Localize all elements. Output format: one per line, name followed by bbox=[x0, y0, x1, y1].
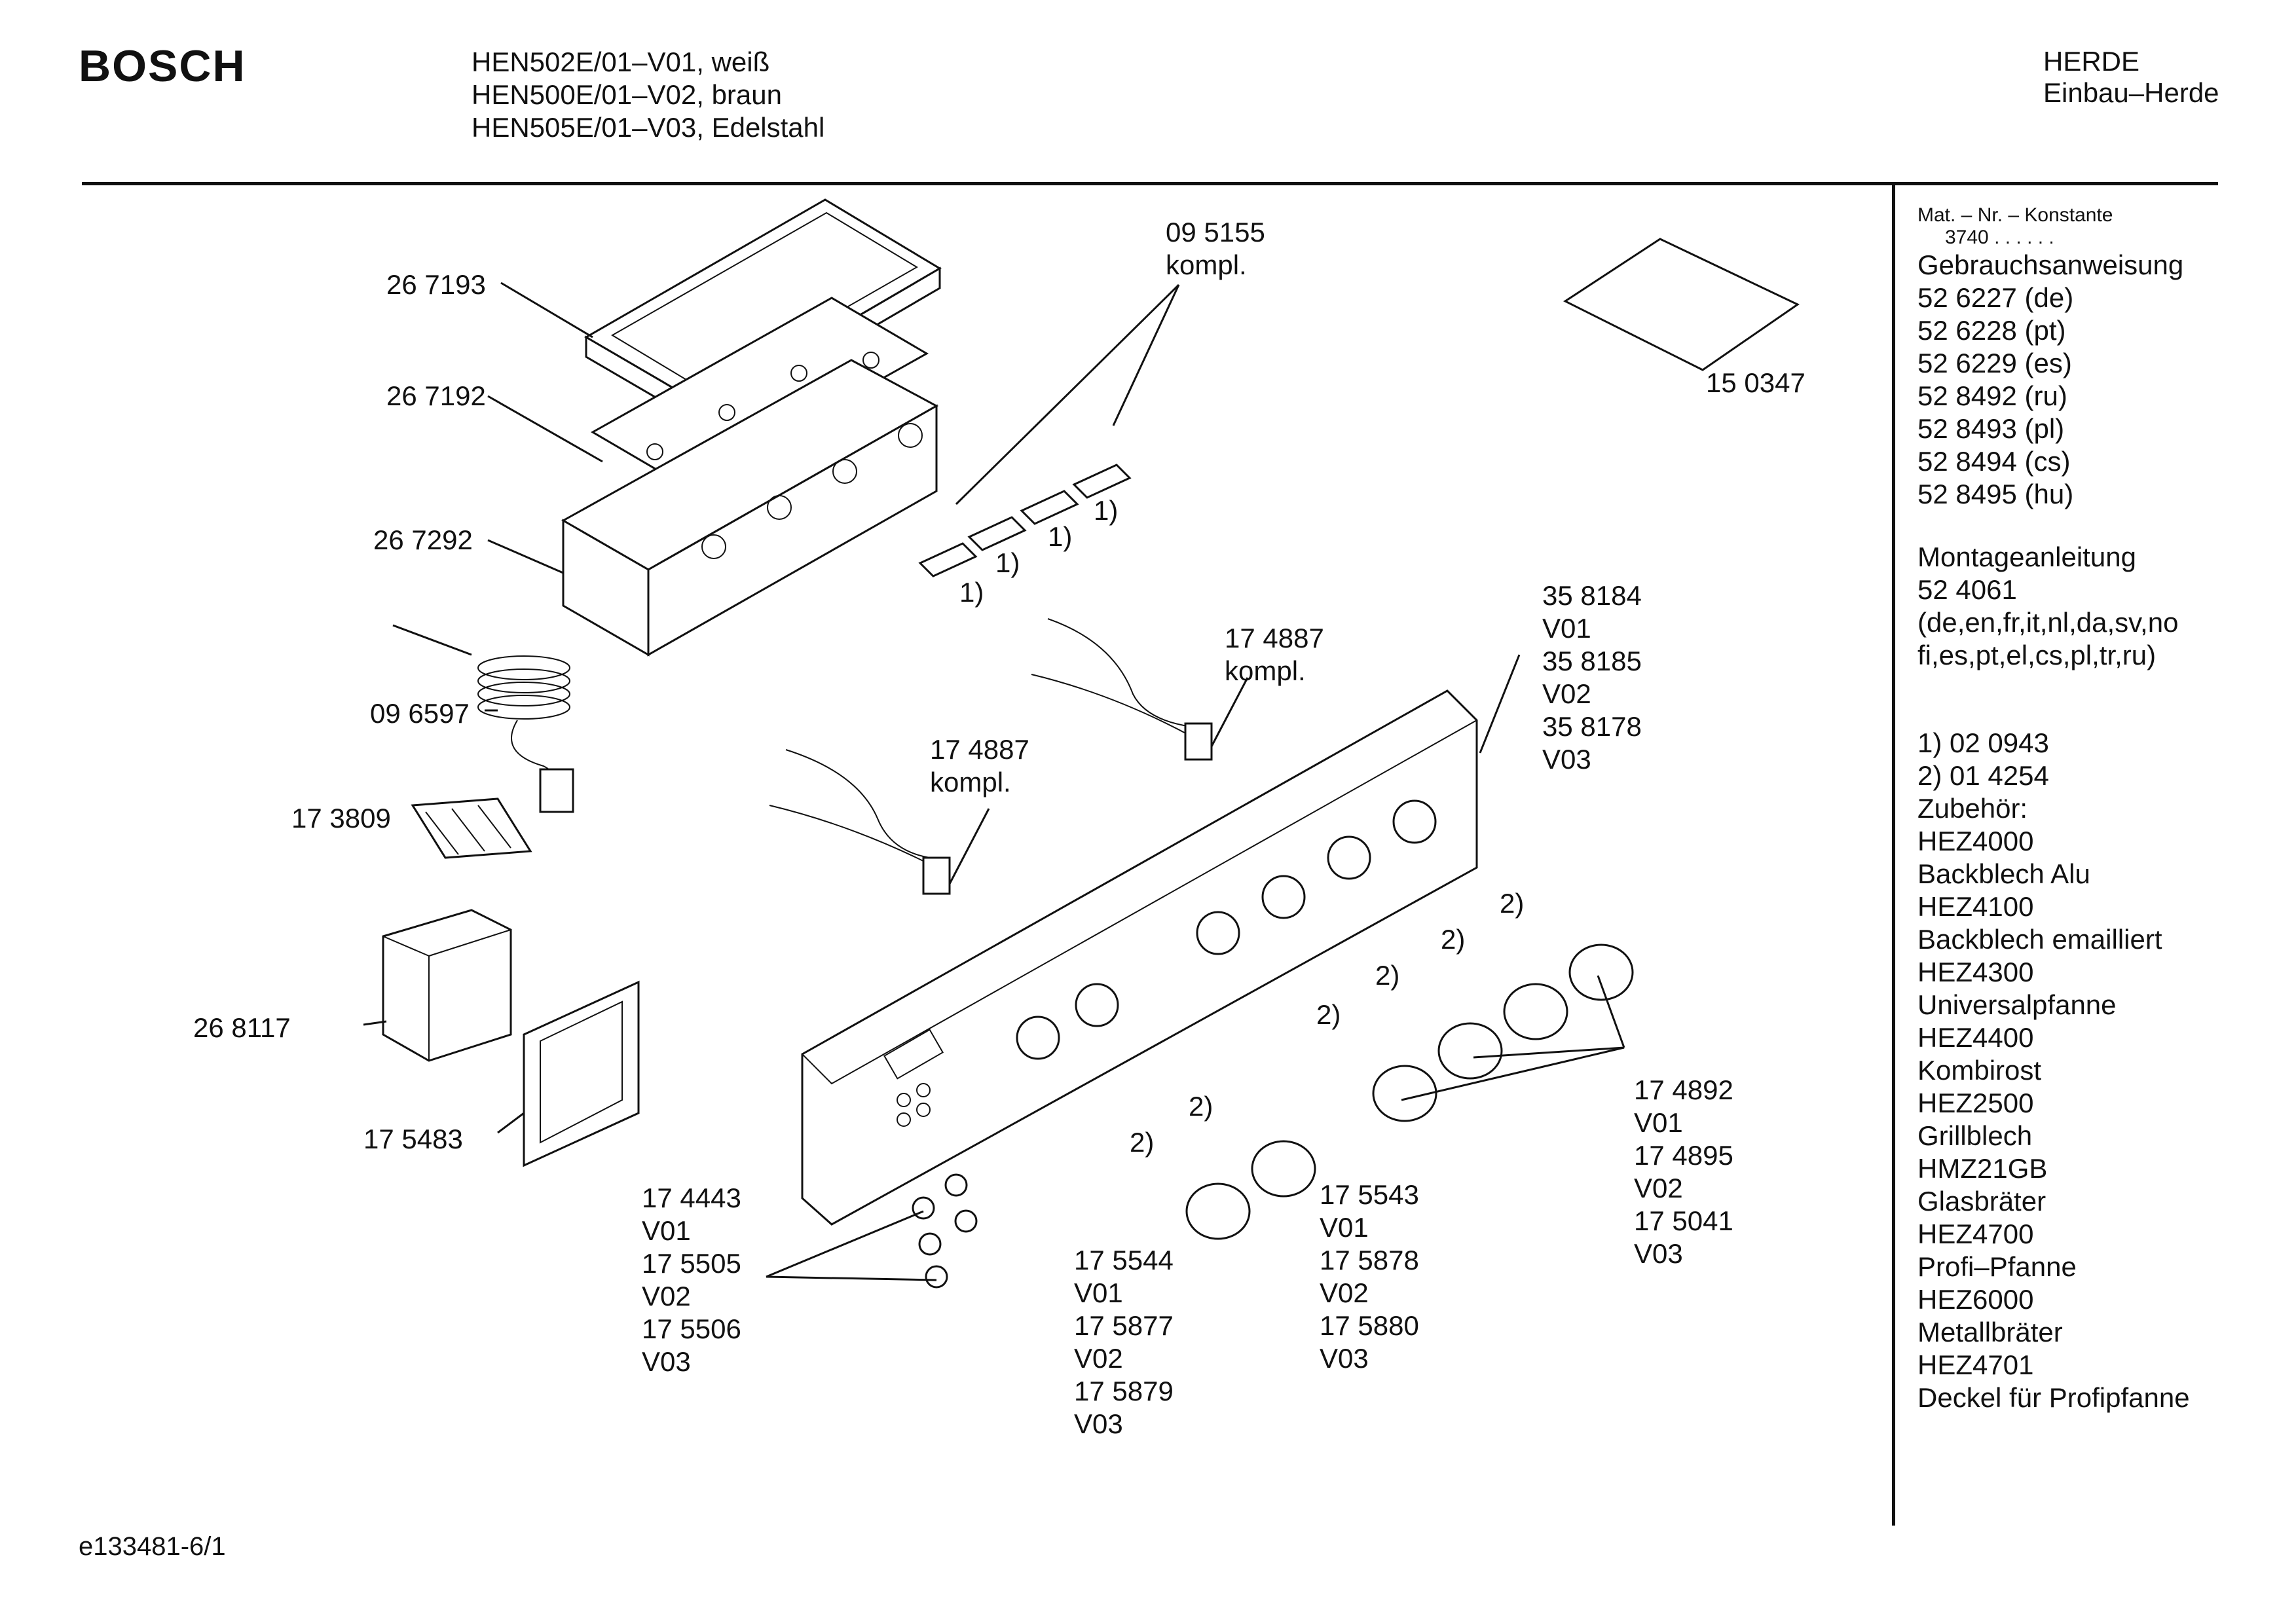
part-label: 26 7192 bbox=[386, 380, 486, 411]
bracket-part-drawing bbox=[523, 980, 640, 1167]
part-label: 26 8117 bbox=[193, 1012, 291, 1043]
sidebar-divider bbox=[1892, 183, 1895, 1526]
leader-lines bbox=[363, 282, 1625, 1281]
mat-nr-value: 3740 . . . . . . bbox=[1945, 227, 2054, 248]
zubehoer-item: HEZ2500 bbox=[1917, 1088, 2034, 1118]
wire-lead-drawing bbox=[769, 618, 1213, 895]
module-part-drawing bbox=[382, 909, 512, 1062]
toggle-knob-drawing bbox=[912, 1173, 978, 1289]
gebrauch-title: Gebrauchsanweisung bbox=[1917, 249, 2184, 280]
mat-nr-label: Mat. – Nr. – Konstante bbox=[1917, 204, 2113, 226]
part-label: 15 0347 bbox=[1706, 367, 1805, 398]
zubehoer-item: HEZ6000 bbox=[1917, 1284, 2034, 1315]
zubehoer-item: HEZ4100 bbox=[1917, 891, 2034, 922]
zubehoer-item: Deckel für Profipfanne bbox=[1917, 1382, 2190, 1413]
montage-number: 52 4061 bbox=[1917, 574, 2017, 605]
zubehoer-item: Universalpfanne bbox=[1917, 989, 2117, 1020]
part-label: 17 3809 bbox=[291, 803, 391, 833]
housing-part-drawing bbox=[561, 359, 939, 657]
part-label: 17 5483 bbox=[363, 1124, 463, 1154]
bosch-logo: BOSCH bbox=[79, 41, 246, 91]
montage-langs: (de,en,fr,it,nl,da,sv,no bbox=[1917, 607, 2179, 638]
zubehoer-item: Metallbräter bbox=[1917, 1317, 2063, 1347]
gebrauch-item: 52 8493 (pl) bbox=[1917, 413, 2065, 444]
gebrauch-item: 52 8492 (ru) bbox=[1917, 380, 2067, 411]
model-line: HEN502E/01–V01, weiß bbox=[472, 46, 770, 77]
model-list: HEN502E/01–V01, weiß HEN500E/01–V02, bra… bbox=[472, 46, 824, 144]
model-line: HEN500E/01–V02, braun bbox=[472, 79, 782, 110]
part-label: 26 7292 bbox=[373, 524, 473, 555]
drawing-code: e133481-6/1 bbox=[79, 1532, 226, 1561]
ref-marker: 2) bbox=[1316, 999, 1341, 1030]
zubehoer-item: Backblech emailliert bbox=[1917, 924, 2162, 955]
category-title: HERDE bbox=[2043, 46, 2140, 77]
montage-langs: fi,es,pt,el,cs,pl,tr,ru) bbox=[1917, 640, 2157, 670]
thermostat-coil-drawing bbox=[392, 624, 574, 813]
header-divider bbox=[82, 182, 2218, 185]
control-panel-drawing bbox=[801, 689, 1478, 1226]
ref-marker: 1) bbox=[1094, 495, 1119, 526]
footnote-1: 1) 02 0943 bbox=[1917, 727, 2049, 758]
zubehoer-item: HEZ4700 bbox=[1917, 1218, 2034, 1249]
zubehoer-title: Zubehör: bbox=[1917, 793, 2028, 824]
footnote-2: 2) 01 4254 bbox=[1917, 760, 2049, 791]
model-line: HEN505E/01–V03, Edelstahl bbox=[472, 112, 825, 143]
zubehoer-item: HEZ4400 bbox=[1917, 1022, 2034, 1053]
gebrauch-item: 52 8494 (cs) bbox=[1917, 446, 2071, 477]
ref-marker: 1) bbox=[1048, 521, 1073, 552]
gebrauch-item: 52 6227 (de) bbox=[1917, 282, 2074, 313]
part-label: 09 6597 bbox=[370, 698, 470, 729]
ref-marker: 1) bbox=[959, 577, 984, 608]
zubehoer-item: HEZ4000 bbox=[1917, 826, 2034, 856]
ref-marker: 2) bbox=[1441, 924, 1466, 955]
part-label: 26 7193 bbox=[386, 269, 486, 300]
ref-marker: 2) bbox=[1500, 888, 1525, 919]
zubehoer-item: Kombirost bbox=[1917, 1055, 2042, 1086]
category-block: HERDE Einbau–Herde bbox=[2043, 46, 2219, 109]
zubehoer-item: Glasbräter bbox=[1917, 1186, 2046, 1217]
screw-bag-drawing bbox=[1563, 238, 1800, 371]
ref-marker: 1) bbox=[995, 547, 1020, 578]
zubehoer-item: HMZ21GB bbox=[1917, 1153, 2048, 1184]
switch-clip-drawing bbox=[918, 464, 1132, 577]
zubehoer-item: HEZ4300 bbox=[1917, 957, 2034, 987]
gebrauch-item: 52 6228 (pt) bbox=[1917, 315, 2066, 346]
sidebar-info: Mat. – Nr. – Konstante 3740 . . . . . . … bbox=[1917, 204, 2190, 1414]
ref-marker: 2) bbox=[1130, 1127, 1155, 1158]
knob-drawing bbox=[1185, 943, 1634, 1240]
ref-marker: 2) bbox=[1189, 1091, 1213, 1122]
zubehoer-item: Profi–Pfanne bbox=[1917, 1251, 2077, 1282]
ref-marker: 2) bbox=[1375, 960, 1400, 991]
category-subtitle: Einbau–Herde bbox=[2043, 77, 2219, 108]
zubehoer-item: HEZ4701 bbox=[1917, 1349, 2034, 1380]
gebrauch-item: 52 8495 (hu) bbox=[1917, 479, 2074, 509]
rotary-switch-drawing bbox=[411, 797, 532, 859]
gebrauch-item: 52 6229 (es) bbox=[1917, 348, 2072, 378]
montage-title: Montageanleitung bbox=[1917, 541, 2136, 572]
exploded-view-drawing bbox=[363, 198, 1800, 1289]
zubehoer-item: Grillblech bbox=[1917, 1120, 2033, 1151]
zubehoer-item: Backblech Alu bbox=[1917, 858, 2090, 889]
